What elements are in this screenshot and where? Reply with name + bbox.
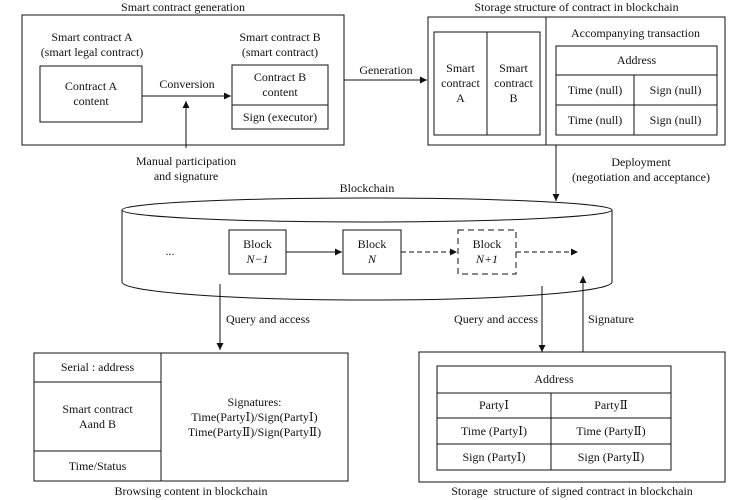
block-label-line1: Block: [243, 237, 272, 251]
signed-cell: Sign (PartyⅠ): [462, 449, 526, 464]
block-label-line2: N−1: [246, 252, 269, 266]
signed-cell: Sign (PartyⅡ): [577, 449, 645, 464]
signed-cell: Time (PartyⅡ): [576, 423, 646, 438]
storage-cell: Sign (null): [649, 112, 702, 127]
block-label-line2: N: [367, 252, 376, 266]
signed-cell: Time (PartyⅠ): [461, 423, 527, 438]
blockchain-title: Blockchain: [339, 181, 395, 195]
contract-a-label: Smart contract A (smart legal contract): [40, 30, 144, 59]
address-table: [555, 45, 718, 136]
storage-frame: [427, 16, 726, 146]
blockchain-body: [121, 210, 613, 301]
smart-contract-b: Smart contract B: [494, 61, 533, 105]
query-left-label: Query and access: [226, 312, 310, 326]
signed-cell: PartyⅡ: [594, 398, 628, 412]
block-label-line2: N+1: [475, 252, 499, 266]
block-label-line1: Block: [472, 237, 502, 251]
browsing-serial: Serial : address: [60, 360, 135, 374]
signed-cell: PartyⅠ: [478, 398, 510, 412]
blockchain-top: [121, 197, 613, 223]
deployment-label: Deployment (negotiation and acceptance): [572, 155, 710, 184]
storage-cell: Sign (null): [649, 82, 702, 97]
contract-a-content: Contract A content: [64, 79, 118, 108]
contract-b-box: [231, 64, 329, 130]
conversion-label: Conversion: [159, 77, 215, 91]
storage-address: Address: [616, 53, 657, 67]
browsing-signatures: Signatures: Time(PartyⅠ)/Sign(PartyⅠ) Ti…: [187, 394, 322, 439]
browsing-caption: Browsing content in blockchain: [114, 484, 268, 498]
contract-a-box: [39, 65, 143, 123]
signed-caption: Storage structure of signed contract in …: [451, 484, 693, 498]
signature-label: Signature: [588, 312, 634, 326]
block-label: Block N+1: [458, 230, 516, 274]
contract-b-sign: Sign (executor): [242, 109, 318, 124]
browsing-time-status: Time/Status: [68, 458, 127, 473]
manual-label: Manual participation and signature: [135, 154, 237, 183]
signed-address: Address: [534, 372, 574, 386]
contract-b-label: Smart contract B (smart contract): [239, 30, 321, 59]
contract-b-content: Contract B content: [253, 70, 307, 99]
storage-title: Storage structure of contract in blockch…: [474, 0, 679, 14]
storage-cell: Time (null): [567, 112, 623, 127]
browsing-smart-ab: Smart contract Aand B: [62, 401, 133, 431]
blockchain-ellipsis: ...: [165, 244, 175, 258]
generation-label: Generation: [359, 63, 413, 77]
block-label: Block N−1: [229, 230, 286, 274]
accompanying-label: Accompanying transaction: [571, 26, 700, 40]
query-right-label: Query and access: [454, 312, 538, 326]
signed-frame: [418, 351, 726, 483]
smart-contract-a: Smart contract A: [441, 61, 480, 105]
browsing-frame: [33, 352, 349, 482]
block-label-line1: Block: [357, 237, 387, 251]
generation-title: Smart contract generation: [121, 0, 245, 14]
storage-cell: Time (null): [567, 82, 623, 97]
block-label: Block N: [343, 230, 401, 274]
